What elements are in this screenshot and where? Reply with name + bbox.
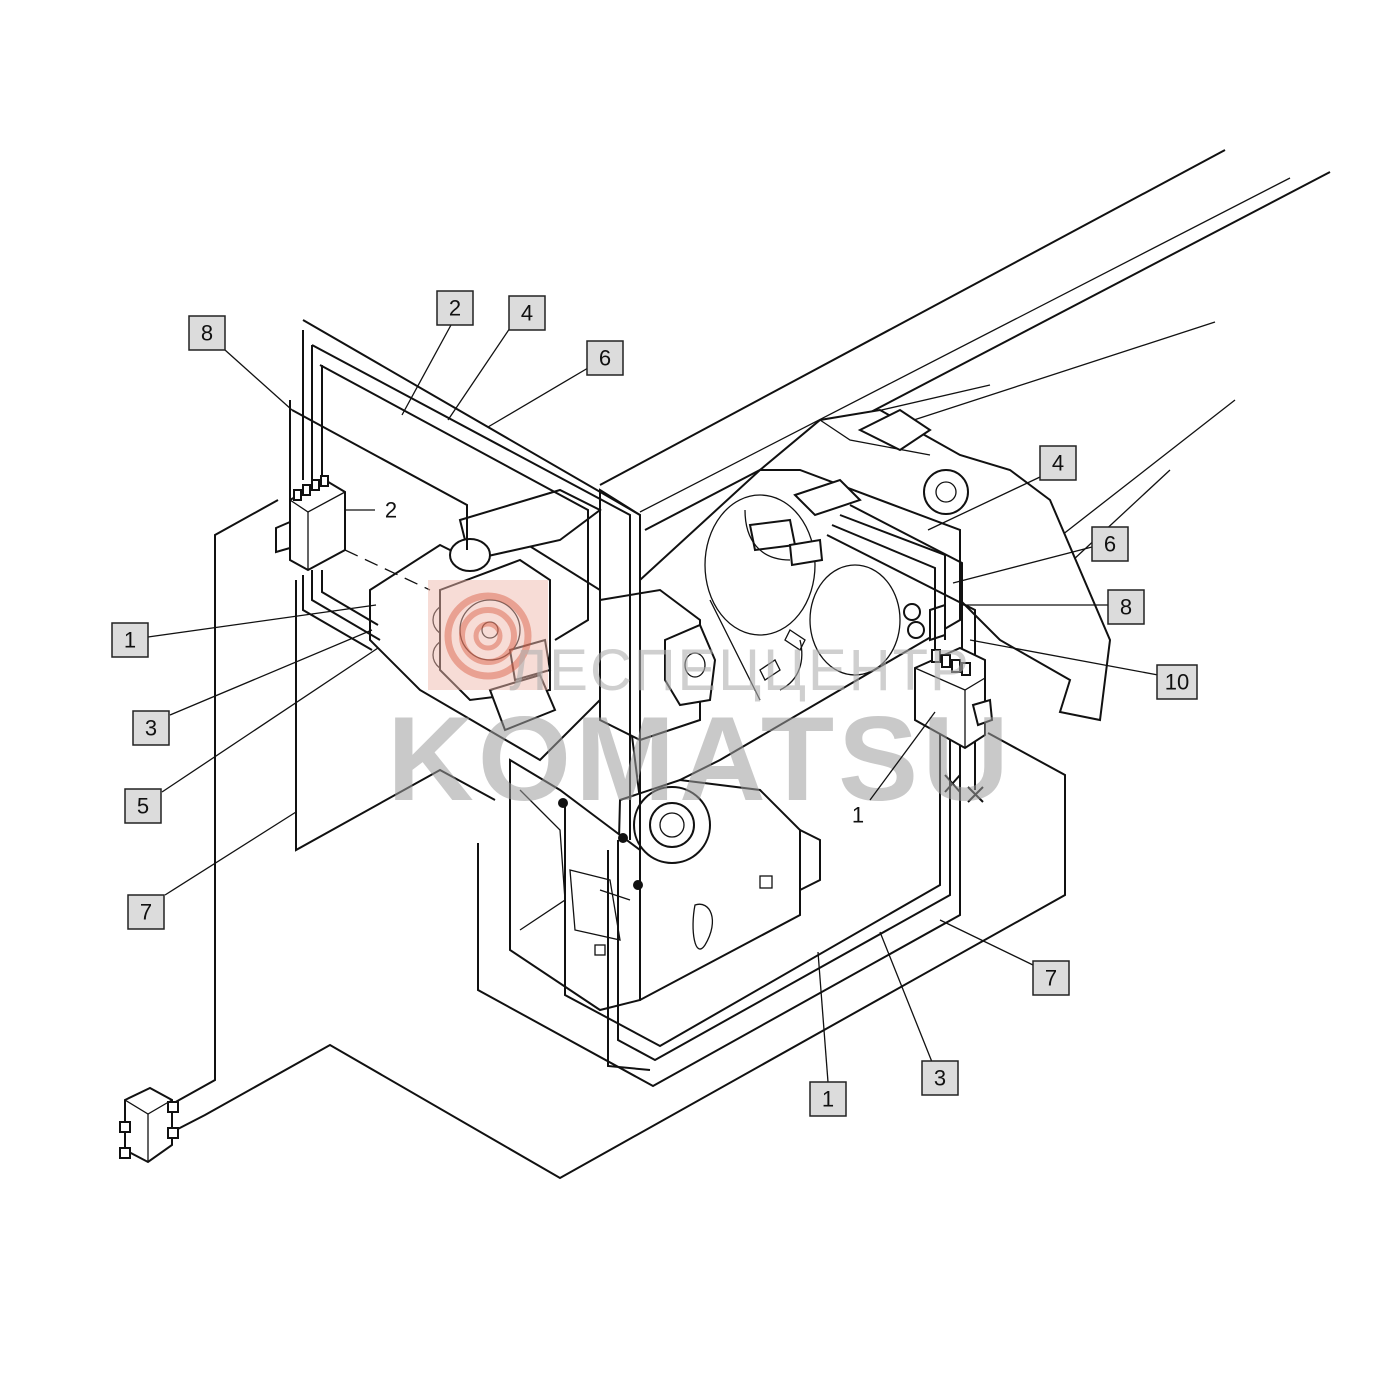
svg-text:6: 6 — [1104, 532, 1116, 557]
callout-8-right: 8 — [1107, 589, 1145, 625]
callout-3-bottom: 3 — [921, 1060, 959, 1096]
svg-text:1: 1 — [124, 628, 136, 653]
valve-left-label: 2 — [385, 498, 397, 523]
watermark: ЛЕСПЕЦЦЕНТР KOMATSU — [387, 580, 1013, 826]
svg-text:7: 7 — [1045, 966, 1057, 991]
callout-7-bottom: 7 — [1032, 960, 1070, 996]
svg-text:2: 2 — [449, 296, 461, 321]
valve-right-label: 1 — [852, 803, 864, 828]
callout-10-right: 10 — [1156, 664, 1198, 700]
svg-text:8: 8 — [201, 321, 213, 346]
leader-lines — [147, 324, 1159, 1083]
callout-4-top: 4 — [508, 295, 546, 331]
watermark-subtitle: ЛЕСПЕЦЦЕНТР — [509, 638, 971, 703]
junction-block-bottom-left — [119, 1086, 179, 1164]
svg-text:8: 8 — [1120, 595, 1132, 620]
valve-block-right — [914, 646, 994, 750]
callout-1-bottom: 1 — [809, 1081, 847, 1117]
callout-5-left: 5 — [124, 788, 162, 824]
callout-8-left: 8 — [188, 315, 226, 351]
svg-text:6: 6 — [599, 346, 611, 371]
svg-text:3: 3 — [934, 1066, 946, 1091]
callout-6-right: 6 — [1091, 526, 1129, 562]
svg-text:4: 4 — [1052, 451, 1064, 476]
watermark-brand: KOMATSU — [387, 692, 1013, 826]
svg-text:5: 5 — [137, 794, 149, 819]
valve-block-left — [275, 475, 346, 572]
callout-7-left: 7 — [127, 894, 165, 930]
hose-routing — [171, 319, 1066, 1180]
svg-text:7: 7 — [140, 900, 152, 925]
svg-text:3: 3 — [145, 716, 157, 741]
callout-1-left: 1 — [111, 622, 149, 658]
watermark-logo — [428, 580, 548, 690]
callout-4-right: 4 — [1039, 445, 1077, 481]
boom-structure — [369, 149, 1331, 1012]
svg-text:4: 4 — [521, 301, 533, 326]
svg-text:1: 1 — [822, 1087, 834, 1112]
callout-2-top: 2 — [436, 290, 474, 326]
callout-3-left: 3 — [132, 710, 170, 746]
svg-text:10: 10 — [1165, 670, 1189, 695]
callout-6-top: 6 — [586, 340, 624, 376]
